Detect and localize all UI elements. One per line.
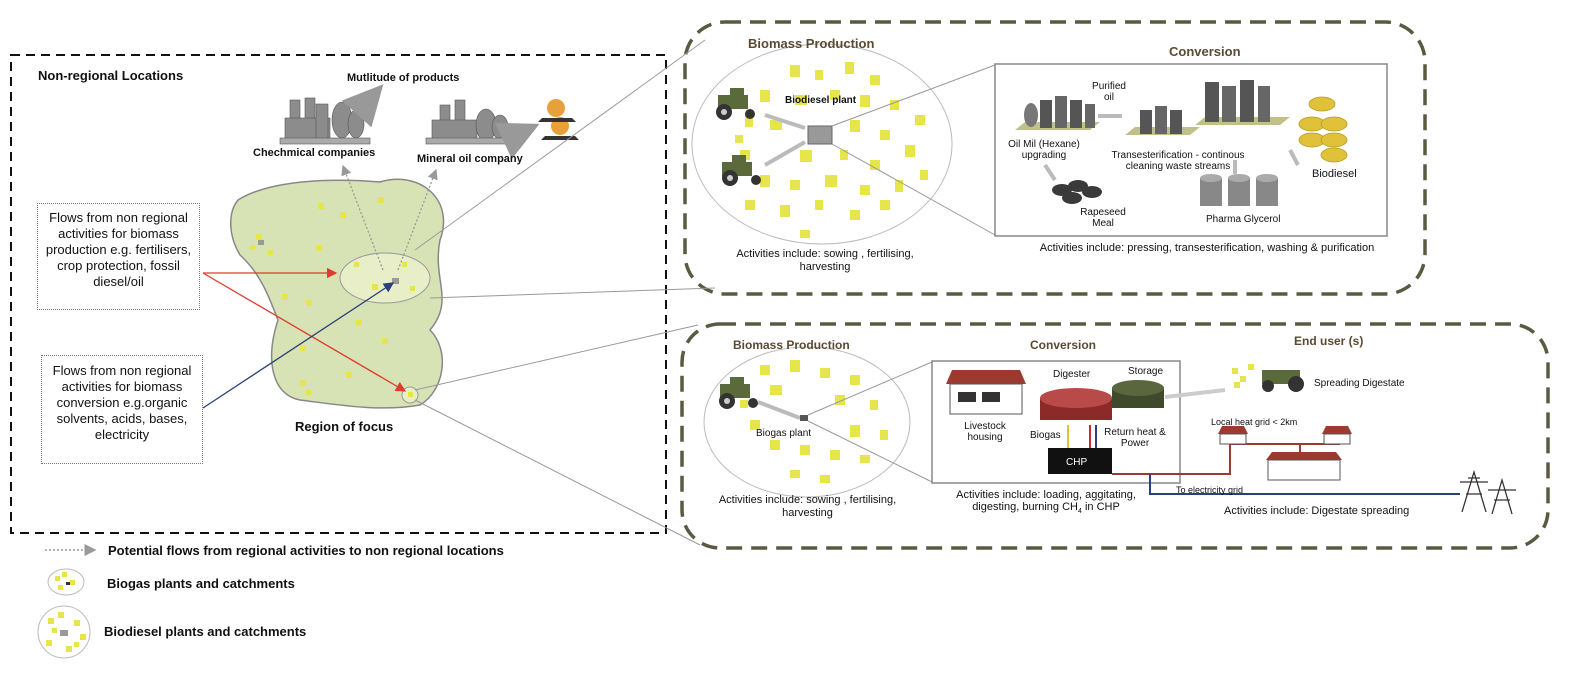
livestock-label: Livestock housing — [964, 421, 1006, 443]
biogas-label: Biogas — [1030, 430, 1061, 441]
region-plant-2 — [392, 278, 399, 284]
biodiesel-conversion-title: Conversion — [1169, 44, 1241, 59]
storage-label: Storage — [1128, 366, 1164, 377]
legend-biogas: Biogas plants and catchments — [107, 576, 295, 591]
blue-arrow — [202, 282, 395, 409]
legend-potential-flows: Potential flows from regional activities… — [108, 543, 504, 558]
digester-icon — [1040, 388, 1112, 420]
biogas-production-activities: Activities include: sowing , fertilising… — [718, 494, 897, 519]
to-spreading-arrow — [1164, 388, 1226, 399]
nonregional-title: Non-regional Locations — [38, 68, 184, 83]
region-to-biogas-line-top — [414, 324, 699, 391]
transesterification-label: Transesterification - continous cleaning… — [1111, 150, 1245, 172]
purified-oil-label: Purified oil — [1092, 81, 1126, 103]
oil-mill-icon — [1015, 96, 1100, 130]
products-arrow — [341, 84, 384, 128]
potential-flow-2 — [397, 168, 438, 271]
storage-icon — [1112, 380, 1164, 408]
end-activities: Activities include: Digestate spreading — [1224, 505, 1410, 517]
biodiesel-catchment-small — [339, 252, 431, 304]
power-pylons-icon — [1460, 469, 1516, 515]
biogas-catchment — [703, 346, 911, 498]
chemical-factory-icon — [279, 97, 371, 145]
tractor-arrow-1 — [764, 113, 806, 130]
end-user-title: End user (s) — [1294, 334, 1364, 348]
spreading-digestate-icon — [1232, 364, 1304, 392]
biodiesel-production-activities: Activities include: sowing , fertilising… — [736, 248, 914, 273]
cars-icon — [538, 99, 579, 140]
pharma-glycerol-label: Pharma Glycerol — [1206, 214, 1281, 225]
tractor-icon-2 — [722, 155, 761, 186]
biogas-field-patches — [740, 360, 888, 483]
oil-arrow — [494, 122, 540, 159]
biogas-zoom-1 — [807, 361, 933, 416]
biogas-zoom-2 — [807, 420, 933, 483]
biogas-plant-icon — [800, 415, 808, 421]
biogas-plant-label: Biogas plant — [756, 428, 812, 439]
biodiesel-drums-icon — [1298, 96, 1348, 163]
biodiesel-conversion-box — [994, 63, 1388, 237]
region-field-dots — [250, 197, 415, 397]
legend-biodiesel-dots — [46, 612, 86, 652]
heat-grid-line — [1112, 444, 1231, 475]
region-to-biogas-line-bottom — [414, 399, 701, 546]
rapeseed-meal-label: Rapeseed Meal — [1080, 207, 1126, 229]
biodiesel-plant-icon — [807, 125, 833, 145]
biodiesel-plant-label: Biodiesel plant — [785, 95, 857, 106]
tractor-icon-1 — [716, 88, 755, 120]
flows-conversion-box: Flows from non regional activities for b… — [41, 355, 203, 464]
pharma-glycerol-icon — [1200, 174, 1278, 206]
chemical-label: Chechmical companies — [253, 147, 376, 159]
house-icon-2 — [1322, 426, 1352, 445]
return-heat-label: Return heat & Power — [1104, 427, 1166, 449]
barn-icon — [1266, 452, 1342, 481]
biogas-tractor-arrow — [757, 400, 801, 420]
spreading-label: Spreading Digestate — [1314, 378, 1405, 389]
flows-production-box: Flows from non regional activities for b… — [37, 203, 200, 310]
biogas-production-title: Biomass Production — [733, 338, 850, 352]
biogas-conversion-title: Conversion — [1030, 338, 1097, 352]
legend-biogas-dots — [55, 572, 75, 590]
chp-unit — [1048, 448, 1112, 474]
legend-biodiesel: Biodiesel plants and catchments — [104, 624, 307, 639]
zoom-line-1 — [831, 64, 996, 127]
region-to-biodiesel-line-bottom — [429, 287, 716, 299]
tractor-arrow-2 — [764, 140, 806, 167]
potential-flow-1 — [341, 164, 384, 271]
to-meal-arrow — [1043, 163, 1057, 182]
biodiesel-frame — [683, 20, 1427, 296]
zoom-line-2 — [831, 143, 996, 236]
electricity-line — [1149, 474, 1460, 495]
chp-label: CHP — [1066, 457, 1088, 468]
biodiesel-field-patches — [735, 62, 928, 238]
heat-grid-label: Local heat grid < 2km — [1211, 417, 1298, 427]
mineral-label: Mineral oil company — [417, 153, 523, 165]
region-plant-1 — [258, 240, 264, 245]
livestock-housing-icon — [946, 370, 1026, 415]
legend-biodiesel-plant — [60, 630, 68, 636]
biodiesel-conversion-activities: Activities include: pressing, transester… — [1039, 242, 1375, 254]
biogas-frame — [680, 322, 1550, 550]
biodiesel-label: Biodiesel — [1312, 168, 1357, 180]
to-grid-label: To electricity grid — [1176, 485, 1244, 495]
biogas-conversion-activities: Activities include: loading, aggitating,… — [956, 489, 1136, 516]
legend-biogas-plant — [66, 582, 70, 585]
region-to-biodiesel-line-top — [414, 39, 706, 251]
rapeseed-meal-icon — [1052, 180, 1102, 204]
nonregional-frame — [10, 54, 667, 534]
red-arrow-2 — [202, 272, 407, 392]
oil-mill-label: Oil Mil (Hexane) upgrading — [1008, 139, 1080, 161]
digester-label: Digester — [1053, 369, 1091, 380]
biogas-tractor-icon — [719, 377, 758, 409]
mineral-oil-factory-icon — [425, 99, 515, 145]
region-of-focus-shape — [230, 178, 445, 409]
biodiesel-production-title: Biomass Production — [748, 36, 875, 51]
multitude-label: Mutlitude of products — [347, 72, 460, 84]
house-icon-1 — [1218, 426, 1248, 445]
region-label: Region of focus — [295, 419, 394, 434]
to-biodiesel-arrow — [1288, 149, 1300, 166]
transesterification-icon — [1125, 80, 1290, 135]
